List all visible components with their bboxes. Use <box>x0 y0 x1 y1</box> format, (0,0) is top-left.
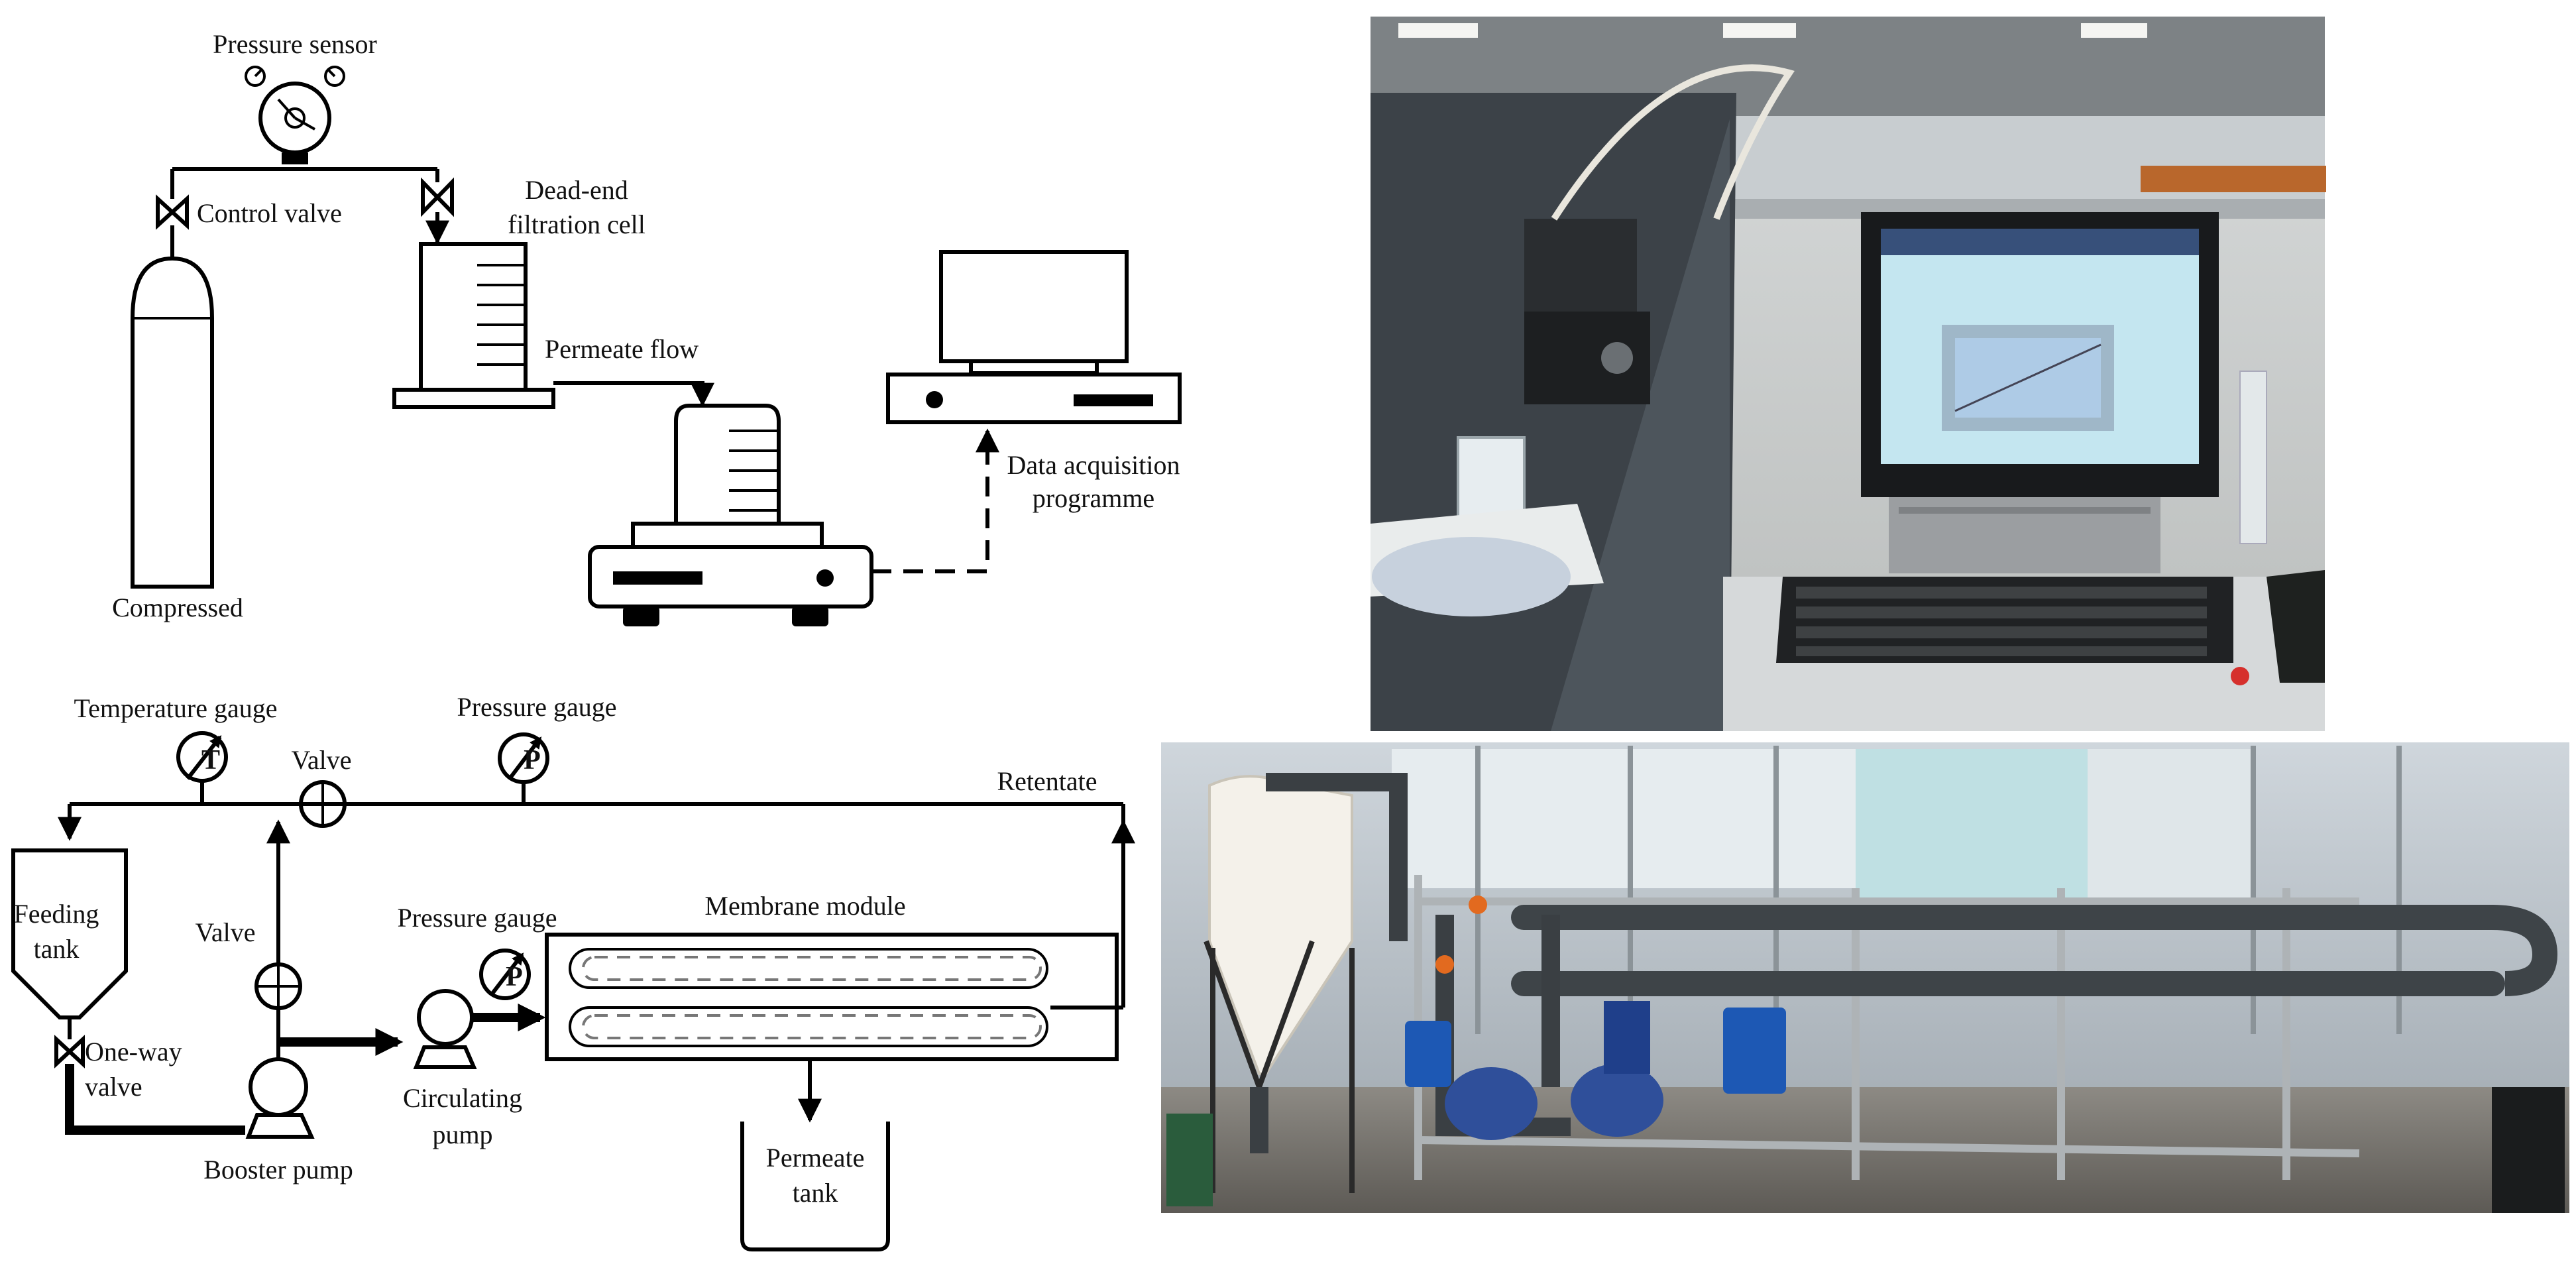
circulating-pump-label-line2: pump <box>432 1120 492 1149</box>
temperature-gauge-label: Temperature gauge <box>74 693 277 723</box>
pilot-rig-photo <box>1161 742 2569 1213</box>
permeate-tank-label-line2: tank <box>793 1178 838 1208</box>
pressure-gauge-top-label: Pressure gauge <box>457 692 616 722</box>
valve-top-icon <box>299 780 347 828</box>
compressed-gas-label: Compressed <box>112 593 243 622</box>
valve-left-icon <box>254 962 302 1010</box>
pressure-gauge-top-letter: P <box>524 745 541 776</box>
membrane-module <box>545 933 1119 1061</box>
permeate-tank-label-line1: Permeate <box>766 1143 865 1173</box>
valve-top-label: Valve <box>291 745 351 775</box>
temperature-gauge-icon: T <box>176 731 228 804</box>
feeding-tank-label-line1: Feeding <box>14 899 99 929</box>
feeding-tank-label-line2: tank <box>34 934 80 964</box>
booster-pump-icon <box>245 1041 315 1139</box>
dead-end-label-line2: filtration cell <box>508 209 645 239</box>
pressure-gauge-mid-icon: P <box>479 949 531 1000</box>
dead-end-label-line1: Dead-end <box>525 175 628 205</box>
membrane-module-label: Membrane module <box>704 891 905 921</box>
control-valve-label: Control valve <box>197 198 342 228</box>
circulating-pump-label-line1: Circulating <box>403 1083 522 1113</box>
circulating-pump-icon <box>413 989 477 1069</box>
control-valve-symbol-left <box>156 169 189 245</box>
pressure-gauge-mid-letter: P <box>506 962 523 992</box>
pressure-sensor-icon <box>245 66 345 164</box>
balance-scale <box>588 522 873 626</box>
one-way-valve-label-line2: valve <box>85 1072 142 1102</box>
one-way-valve-label-line1: One-way <box>85 1037 182 1067</box>
crossflow-diagram: T P <box>11 692 1135 1251</box>
permeate-beaker <box>674 404 781 526</box>
permeate-flow-line <box>553 381 714 407</box>
temperature-gauge-letter: T <box>201 745 220 776</box>
control-valve-symbol-right <box>421 169 454 245</box>
booster-pump-label: Booster pump <box>203 1155 353 1184</box>
valve-left-label: Valve <box>195 917 255 947</box>
data-acquisition-label-line1: Data acquisition <box>1007 450 1180 480</box>
dead-end-filtration-cell <box>392 242 555 409</box>
permeate-tank <box>740 1122 890 1251</box>
computer-icon <box>886 250 1182 424</box>
lab-setup-photo <box>1371 17 2326 731</box>
permeate-flow-label: Permeate flow <box>545 334 699 364</box>
feeding-tank <box>11 848 128 1019</box>
dead-end-diagram: Pressure sensor Control valve Dead-end f… <box>112 29 1182 626</box>
pressure-gauge-top-icon: P <box>498 732 549 804</box>
one-way-valve-icon <box>54 1017 245 1135</box>
compressed-gas-cylinder <box>131 245 214 589</box>
data-acquisition-label-line2: programme <box>1033 483 1154 513</box>
pressure-gauge-mid-label: Pressure gauge <box>397 903 557 933</box>
pressure-sensor-label: Pressure sensor <box>213 29 377 59</box>
retentate-label: Retentate <box>997 766 1097 796</box>
data-link-line <box>871 428 999 573</box>
